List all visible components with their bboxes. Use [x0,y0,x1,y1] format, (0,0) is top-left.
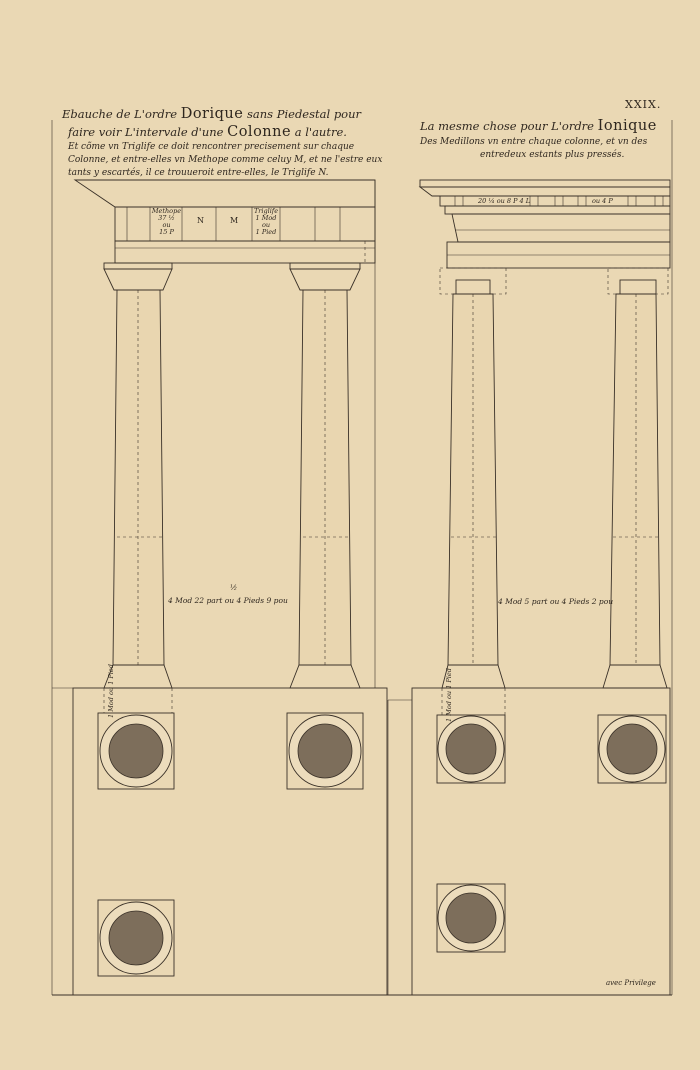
plate-number: XXIX. [625,98,662,111]
doric-column-right [289,262,361,689]
doric-title2-text-a: faire voir L'intervale d'une [68,125,224,139]
triglyph-label-text: Triglife [253,207,279,215]
ionic-plan-frame [387,687,671,996]
privilege-mark: avec Privilege [606,979,656,987]
ionic-entablature [418,179,671,269]
doric-interval-fraction: ½ [230,583,238,592]
ionic-base-mod: 1 Mod [445,701,453,722]
doric-interval-label: 4 Mod 22 part ou 4 Pieds 9 pou [168,596,288,605]
ionic-note-line1: Des Medillons vn entre chaque colonne, e… [420,137,648,147]
doric-column-plans [97,712,364,977]
metope-m-label: M [230,216,239,225]
ionic-interval-label: 4 Mod 5 part ou 4 Pieds 2 pou [498,597,614,606]
triglyph-value2: 1 Pied [255,228,277,236]
doric-base-ou: ou [107,686,115,695]
doric-title-colonne: Colonne [227,124,292,140]
triglyph-ou: ou [261,221,271,229]
doric-title2-text-b: a l'autre. [294,125,347,139]
metope-ou: ou [162,221,171,229]
doric-title-line1: Ebauche de L'ordre Dorique sans Piedesta… [62,106,361,122]
doric-plan-frame [52,180,388,996]
doric-title-text-a: Ebauche de L'ordre [62,107,178,121]
ionic-base-pied: 1 Pied [445,668,453,689]
doric-column-left [103,262,173,689]
ionic-column-right [602,267,669,689]
doric-note-line1: Et cõme vn Triglife ce doit rencontrer p… [68,142,355,152]
doric-note-line2: Colonne, et entre-elles vn Methope comme… [68,155,383,165]
ionic-title: La mesme chose pour L'ordre Ionique [420,118,657,134]
ionic-dentil-label2: ou 4 P [592,197,613,205]
ionic-base-ou: ou [445,690,453,699]
triglyph-n-label: N [197,216,204,225]
doric-note-line3: tants y escartés, il ce trouueroit entre… [68,168,329,178]
metope-value1: 37 ½ [158,214,175,222]
metope-label: Methope 37 ½ ou 15 P [151,208,182,236]
metope-value2: 15 P [159,228,174,236]
metope-label-text: Methope [151,207,182,215]
ionic-note-line2: entredeux estants plus pressés. [480,150,625,160]
doric-title-line2: faire voir L'intervale d'une Colonne a l… [68,124,347,140]
triglyph-value1: 1 Mod [255,214,277,222]
ionic-title-text: La mesme chose pour L'ordre [420,119,594,133]
doric-title-dorique: Dorique [180,106,244,122]
doric-title-text-b: sans Piedestal pour [247,107,362,121]
ionic-column-plans [436,714,667,953]
ionic-dentil-label: 20 ¼ ou 8 P 4 L [478,197,531,205]
ionic-title-ionique: Ionique [597,118,657,134]
triglyph-label: Triglife 1 Mod ou 1 Pied [252,208,280,236]
doric-entablature [73,179,376,264]
doric-base-pied: 1 Pied [107,664,115,685]
doric-base-mod: 1 Mod [107,697,115,718]
ionic-column-left [439,267,507,689]
